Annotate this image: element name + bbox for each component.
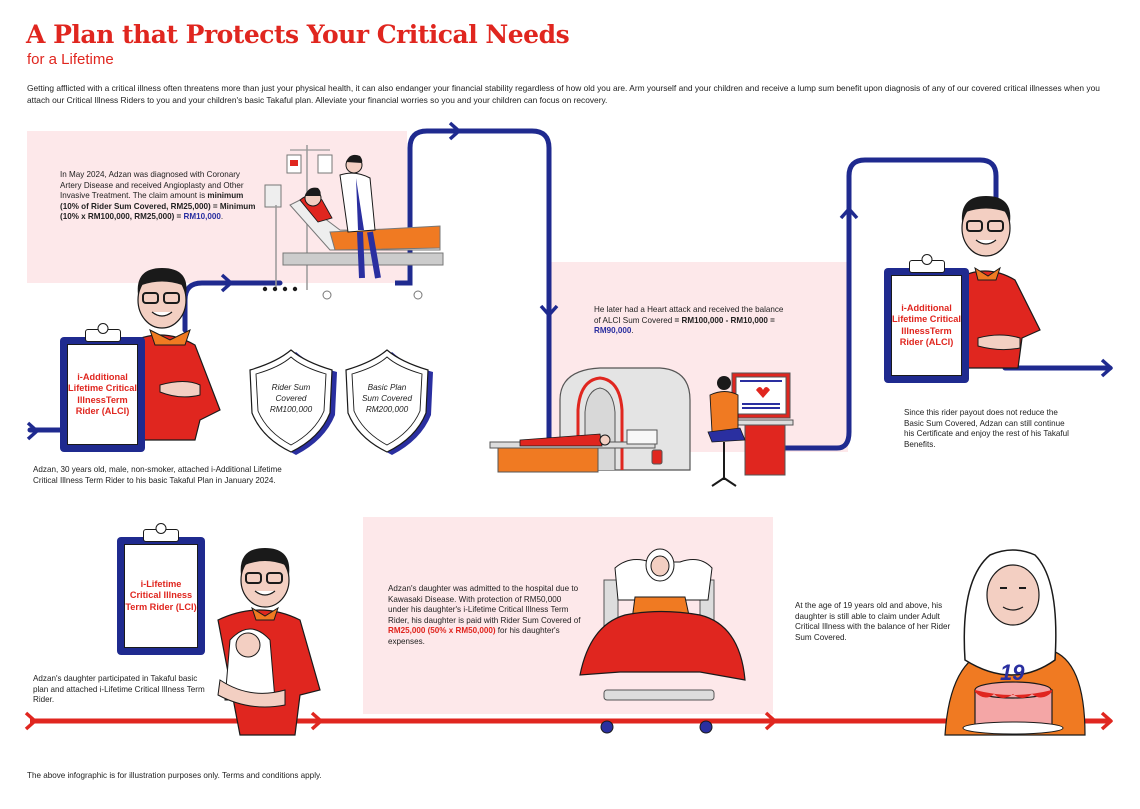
intro-paragraph: Getting afflicted with a critical illnes… bbox=[27, 83, 1100, 105]
chevron-right-icon bbox=[24, 711, 37, 731]
kawasaki-text: Adzan's daughter was admitted to the hos… bbox=[388, 584, 581, 646]
hospital-bed-illustration bbox=[262, 145, 444, 300]
heart-attack-text: He later had a Heart attack and received… bbox=[594, 305, 784, 336]
shield-icon bbox=[345, 349, 433, 455]
claim-amount: RM10,000 bbox=[183, 212, 221, 222]
chevron-down-icon bbox=[539, 304, 559, 317]
adzan-with-baby-figure bbox=[217, 548, 321, 736]
balance-amount: RM90,000 bbox=[594, 326, 632, 336]
adzan-figure-right bbox=[954, 196, 1041, 369]
daughter-hospital-bed-illustration bbox=[579, 548, 746, 734]
chevron-right-icon bbox=[1100, 711, 1113, 731]
shield-rider-sum: Rider Sum Covered RM100,000 bbox=[269, 383, 313, 414]
clipboard-label: i-Additional Lifetime Critical IllnessTe… bbox=[892, 302, 961, 347]
shield-basic-plan-sum: Basic Plan Sum Covered RM200,000 bbox=[361, 383, 413, 414]
clipboard-alci-right: i-Additional Lifetime Critical IllnessTe… bbox=[884, 260, 969, 383]
disclaimer: The above infographic is for illustratio… bbox=[27, 771, 322, 780]
clipboard-clip-icon bbox=[908, 260, 945, 273]
clipboard-clip-icon bbox=[84, 329, 121, 342]
clipboard-label: i-Additional Lifetime Critical IllnessTe… bbox=[68, 371, 137, 416]
payout-amount: RM25,000 (50% x RM50,000) bbox=[388, 626, 496, 636]
clipboard-label: i-Lifetime Critical Illness Term Rider (… bbox=[125, 578, 197, 612]
adult-claim-text: At the age of 19 years old and above, hi… bbox=[795, 601, 951, 642]
adzan-figure-left bbox=[124, 268, 221, 441]
mri-scanner-illustration bbox=[489, 367, 794, 487]
continuation-caption: Since this rider payout does not reduce … bbox=[904, 408, 1069, 449]
chevron-right-icon bbox=[764, 711, 777, 731]
page-subtitle: for a Lifetime bbox=[27, 51, 114, 68]
chevron-right-icon bbox=[1100, 358, 1113, 378]
cake-number: 19 bbox=[1000, 660, 1025, 685]
chevron-right-icon bbox=[448, 121, 461, 141]
daughter-enrollment-caption: Adzan's daughter participated in Takaful… bbox=[33, 674, 205, 705]
chevron-right-icon bbox=[26, 421, 39, 441]
chevron-right-icon bbox=[310, 711, 323, 731]
enrollment-caption: Adzan, 30 years old, male, non-smoker, a… bbox=[33, 465, 282, 485]
chevron-up-icon bbox=[839, 207, 859, 220]
clipboard-clip-icon bbox=[143, 529, 179, 542]
shield-icon bbox=[249, 349, 337, 455]
diagnosis-text: In May 2024, Adzan was diagnosed with Co… bbox=[60, 170, 256, 222]
chevron-right-icon bbox=[220, 273, 233, 293]
page-title: A Plan that Protects Your Critical Needs bbox=[26, 20, 570, 49]
daughter-birthday-illustration bbox=[944, 549, 1086, 736]
clipboard-lci: i-Lifetime Critical Illness Term Rider (… bbox=[117, 529, 205, 655]
clipboard-alci-left: i-Additional Lifetime Critical IllnessTe… bbox=[60, 329, 145, 452]
